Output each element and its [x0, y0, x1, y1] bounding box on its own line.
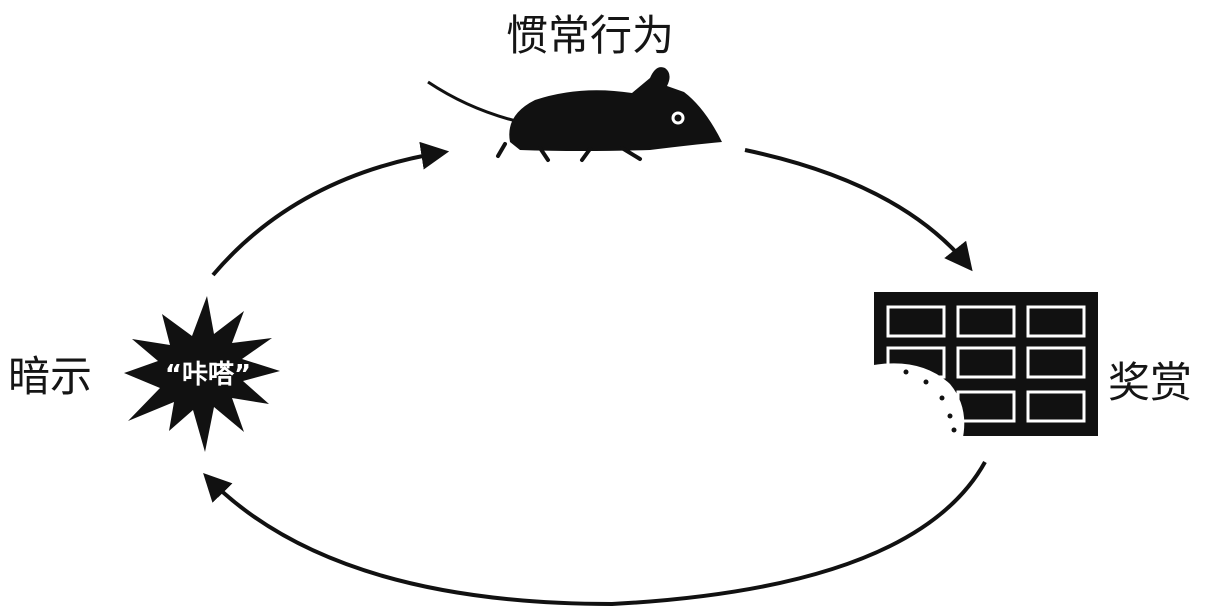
reward-label: 奖赏 — [1108, 358, 1193, 407]
bite-mark — [868, 363, 965, 442]
chocolate-bar-icon — [868, 292, 1098, 442]
arrow-cue-to-behavior — [211, 141, 450, 277]
mouse-icon — [427, 67, 722, 162]
behavior-label: 惯常行为 — [506, 11, 675, 60]
starburst-icon — [124, 296, 280, 452]
click-sound-text: “咔嗒” — [164, 360, 252, 390]
arrow-reward-to-cue — [203, 461, 987, 607]
arrow-behavior-to-reward — [744, 148, 973, 272]
cue-label: 暗示 — [8, 352, 93, 401]
